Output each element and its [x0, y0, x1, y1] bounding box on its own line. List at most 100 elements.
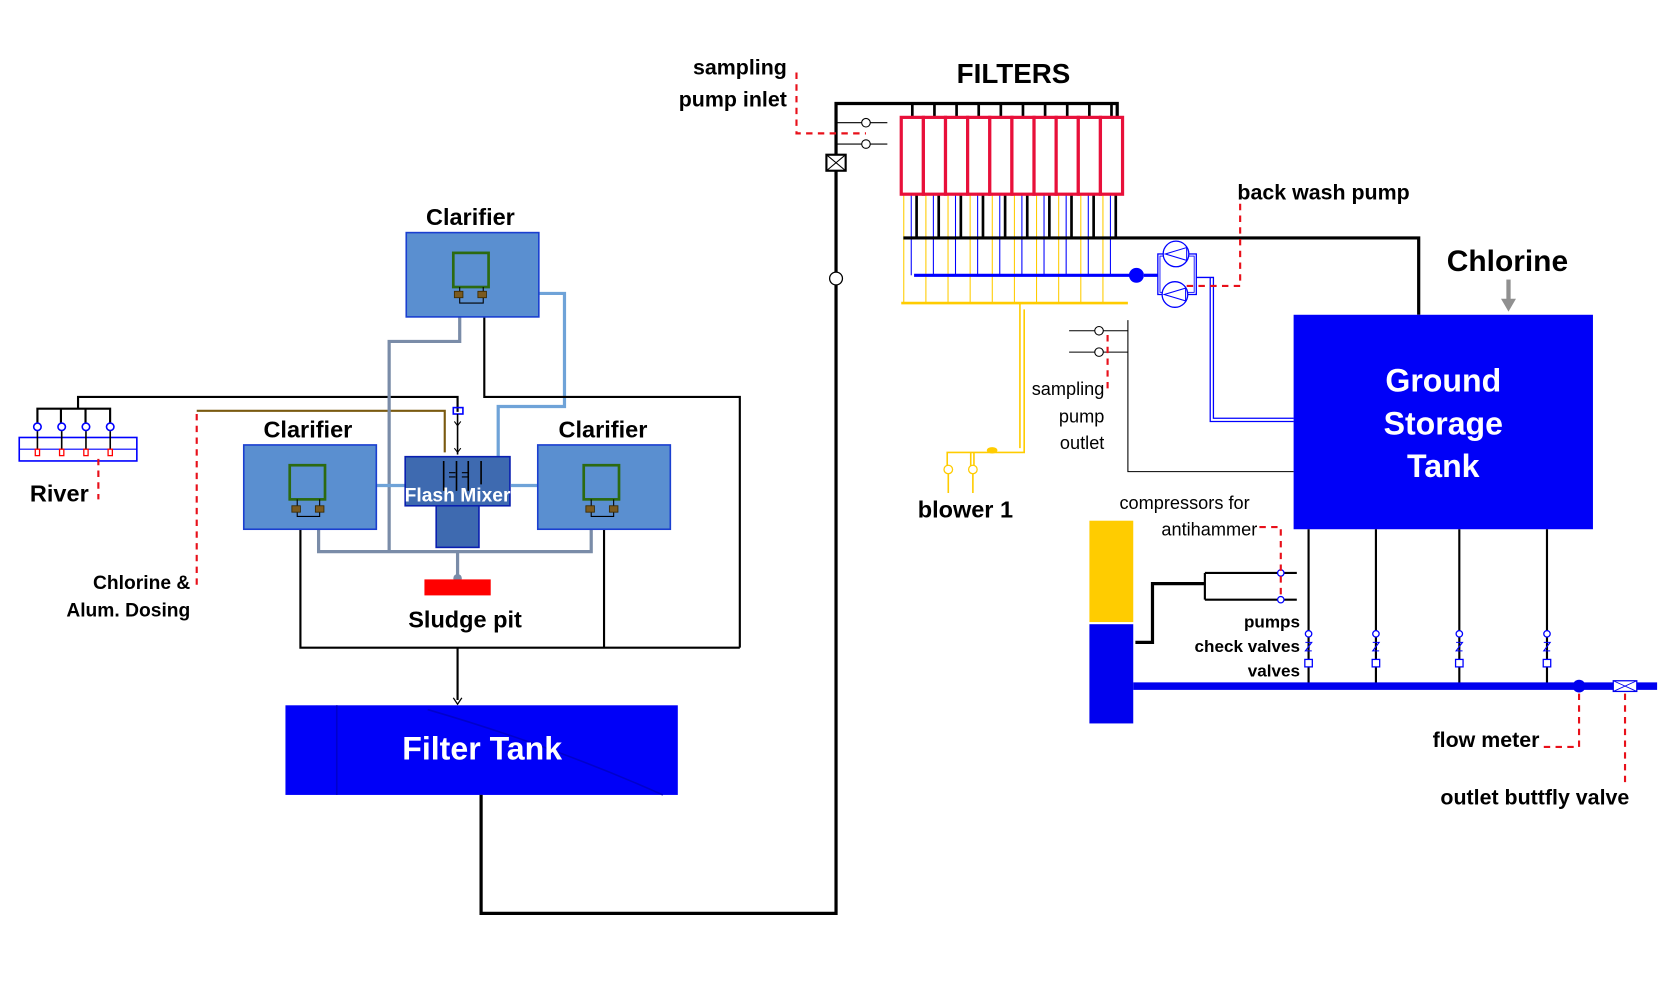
blower-intake	[947, 473, 974, 493]
flow-meter-leader	[1541, 693, 1581, 748]
pump-icon	[1372, 629, 1380, 638]
flow-meter-label: flow meter	[1433, 728, 1540, 752]
dosing-valve	[452, 406, 464, 455]
compressor-icon	[1276, 595, 1285, 604]
clarified-water-pipe	[299, 304, 741, 700]
filter-cell	[1054, 115, 1080, 196]
valves-label: valves	[1248, 662, 1300, 681]
flash-mixer	[404, 455, 511, 549]
filtered-water-header	[903, 236, 1421, 315]
check-valve-icon	[1304, 641, 1313, 652]
sludge-pit	[424, 579, 491, 596]
surge-vessel-water	[1089, 624, 1134, 724]
gate-valve-icon	[1304, 658, 1313, 668]
intake-pump-icon	[81, 422, 91, 432]
outlet-butterfly-valve-icon	[1612, 680, 1638, 693]
filter-cell	[1032, 115, 1058, 196]
blower-label: blower 1	[918, 497, 1013, 523]
surge-vessel-air	[1089, 520, 1134, 623]
compressor-branches	[1203, 571, 1297, 601]
filter-bank	[899, 103, 1125, 304]
intake-strainer-icon	[83, 448, 89, 457]
chlorine-arrowhead-icon	[1501, 298, 1516, 312]
filter-cell	[1098, 115, 1125, 196]
dosing-label-2: Alum. Dosing	[66, 601, 190, 622]
filtered-supply-main	[479, 101, 1119, 915]
river-label: River	[30, 481, 89, 507]
filter-cell	[988, 115, 1014, 196]
sampling-outlet-label-1: sampling	[1032, 379, 1105, 399]
raw-water-main	[36, 395, 459, 427]
filter-cell	[1076, 115, 1103, 196]
filter-tank	[285, 705, 678, 795]
flash-mixer-label: Flash Mixer	[405, 486, 511, 507]
filter-cell	[921, 115, 948, 196]
check-valves-label: check valves	[1195, 637, 1301, 656]
gst-label-3: Tank	[1407, 448, 1480, 484]
clarifier-right-label: Clarifier	[559, 416, 648, 442]
filter-tank-texture	[335, 705, 664, 796]
inline-gauge-icon	[828, 271, 844, 286]
gate-valve-icon	[1542, 658, 1552, 668]
dosing-line	[196, 409, 446, 453]
sludge-pit-label: Sludge pit	[408, 606, 522, 632]
sampling-inlet-label-1: sampling	[693, 56, 787, 80]
filter-cell	[943, 115, 970, 196]
river-intake	[18, 395, 459, 462]
compressor-line	[1135, 582, 1205, 644]
backwash-pump-label: back wash pump	[1237, 181, 1409, 205]
sampling-inlet-taps	[836, 117, 888, 149]
sampling-inlet-label-2: pump inlet	[679, 88, 787, 112]
ground-storage-tank	[1293, 314, 1593, 530]
intake-pump-icon	[57, 422, 67, 432]
check-valve-icon	[1455, 641, 1464, 652]
distribution-pumps	[1304, 529, 1552, 687]
flow-meter-icon	[1572, 679, 1586, 693]
intake-strainer-icon	[34, 448, 41, 457]
filter-cell	[966, 115, 992, 196]
filter-tank-label: Filter Tank	[402, 731, 562, 767]
backwash-supply-line	[1196, 276, 1294, 423]
clarifier-top	[405, 231, 540, 318]
intake-strainer-icon	[107, 448, 114, 457]
inlet-valve	[825, 153, 847, 172]
backwash-pumps	[1143, 240, 1197, 308]
clarifier-right	[536, 444, 672, 531]
pump-icon	[1455, 629, 1464, 638]
clarifier-left-label: Clarifier	[263, 416, 352, 442]
pumps-label: pumps	[1244, 612, 1300, 631]
sampling-outlet-taps	[1069, 320, 1294, 473]
sampling-outlet-label-2: pump	[1059, 407, 1104, 427]
compressor-leader	[1259, 526, 1282, 598]
blower-icon	[967, 464, 978, 475]
backwash-leader	[1186, 202, 1242, 288]
gate-valve-icon	[1454, 658, 1464, 668]
pump-icon	[1304, 629, 1313, 638]
sludge-collection-pipe	[316, 304, 593, 577]
pump-icon	[1543, 629, 1551, 638]
compressors-label-2: antihammer	[1161, 520, 1257, 540]
gst-label-1: Ground	[1385, 363, 1501, 399]
river-pumps	[32, 422, 115, 457]
backwash-junction	[1128, 267, 1144, 283]
clarifier-feed-top	[496, 291, 567, 457]
check-valve-icon	[1542, 641, 1552, 652]
chlorine-label: Chlorine	[1447, 245, 1568, 278]
sampling-inlet-leader	[795, 72, 866, 135]
gate-valve-icon	[1371, 658, 1381, 668]
clarifier-left	[242, 444, 378, 531]
intake-pump-icon	[32, 422, 42, 432]
filters-label: FILTERS	[957, 58, 1071, 89]
intake-pump-icon	[105, 422, 115, 432]
gst-label-2: Storage	[1384, 405, 1503, 441]
air-supply-line	[993, 303, 1025, 454]
check-valve-icon	[1371, 641, 1381, 652]
filter-cell	[899, 115, 925, 196]
outlet-valve-label: outlet buttfly valve	[1440, 786, 1629, 810]
dosing-label-1: Chlorine &	[93, 573, 190, 594]
clarifier-top-label: Clarifier	[426, 204, 515, 230]
compressors-label-1: compressors for	[1119, 493, 1249, 513]
sampling-outlet-label-3: outlet	[1060, 433, 1104, 453]
intake-strainer-icon	[58, 448, 65, 457]
